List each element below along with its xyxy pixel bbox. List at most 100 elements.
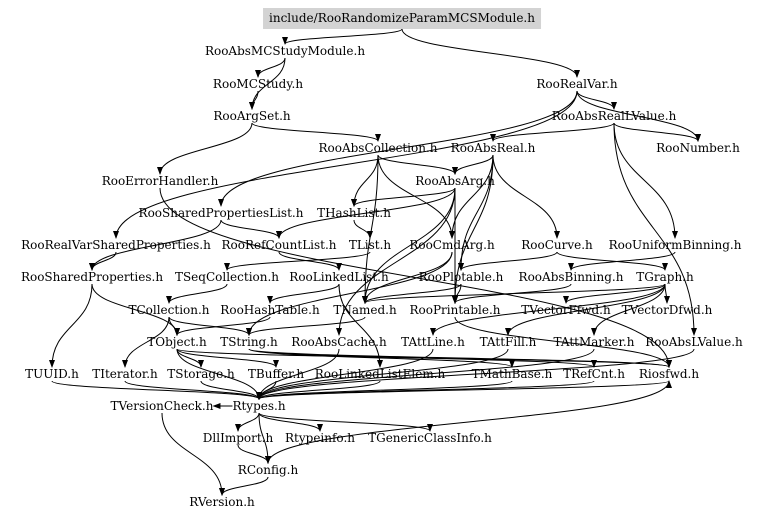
dependency-edge	[563, 283, 666, 304]
dependency-edge	[248, 348, 597, 368]
dependency-edge	[256, 348, 695, 400]
dependency-edge	[89, 219, 222, 271]
node-roocurve[interactable]: RooCurve.h	[521, 238, 593, 252]
node-tgraph[interactable]: TGraph.h	[636, 270, 694, 284]
dependency-edge	[258, 412, 323, 432]
dependency-edge	[89, 251, 117, 271]
dependency-edge	[430, 283, 666, 336]
node-roouniformbinning[interactable]: RooUniformBinning.h	[608, 238, 742, 252]
node-rooprintable[interactable]: RooPrintable.h	[409, 303, 501, 317]
node-rtypes[interactable]: Rtypes.h	[232, 399, 286, 413]
dependency-edge	[256, 348, 595, 400]
dependency-edge	[218, 90, 578, 207]
node-tobject[interactable]: TObject.h	[147, 335, 207, 349]
dependency-edge	[556, 251, 668, 271]
dependency-edge	[249, 90, 259, 110]
node-titerator[interactable]: TIterator.h	[92, 367, 158, 381]
node-rooabsreal[interactable]: RooAbsReal.h	[450, 141, 536, 155]
dependency-edge	[568, 251, 676, 271]
node-rooargset[interactable]: RooArgSet.h	[213, 109, 291, 123]
dependency-edge	[353, 219, 373, 239]
dependency-edge	[248, 348, 672, 368]
node-tcollection[interactable]: TCollection.h	[128, 303, 210, 317]
dependency-edge	[276, 187, 456, 239]
dependency-edge	[246, 316, 366, 336]
dependency-edge	[613, 122, 678, 239]
node-tstring[interactable]: TString.h	[220, 335, 278, 349]
node-tattmarker[interactable]: TAttMarker.h	[553, 335, 635, 349]
node-roolinkedlistelem[interactable]: RooLinkedListElem.h	[314, 367, 446, 381]
dependency-edge	[255, 57, 286, 78]
node-roolinkedlist[interactable]: RooLinkedList.h	[289, 270, 389, 284]
node-rconfig[interactable]: RConfig.h	[237, 463, 299, 477]
dependency-edge	[122, 316, 170, 368]
node-roocmdarg[interactable]: RooCmdArg.h	[409, 238, 495, 252]
node-roosharedpropertieslist[interactable]: RooSharedPropertiesList.h	[138, 206, 304, 220]
node-tvectorffwd[interactable]: TVectorFfwd.h	[521, 303, 611, 317]
node-roohashtable[interactable]: RooHashTable.h	[220, 303, 320, 317]
node-tattfill[interactable]: TAttFill.h	[479, 335, 537, 349]
dependency-edge	[235, 412, 260, 432]
node-roorealvarsharedproperties[interactable]: RooRealVarSharedProperties.h	[21, 238, 211, 252]
dependency-edge	[338, 283, 383, 368]
node-tlist[interactable]: TList.h	[348, 238, 392, 252]
dependency-edge	[251, 122, 381, 142]
node-roosharedproperties[interactable]: RooSharedProperties.h	[20, 270, 164, 284]
node-tseqcollection[interactable]: TSeqCollection.h	[174, 270, 280, 284]
node-tstorage[interactable]: TStorage.h	[167, 367, 235, 381]
node-rooabscollection[interactable]: RooAbsCollection.h	[318, 141, 438, 155]
node-tmathbase[interactable]: TMathBase.h	[471, 367, 553, 381]
node-dllimport[interactable]: DllImport.h	[202, 431, 274, 445]
dependency-edge	[458, 154, 494, 271]
dependency-edge	[576, 90, 701, 142]
node-rversion[interactable]: RVersion.h	[189, 495, 255, 509]
root-header-node[interactable]: include/RooRandomizeParamMCSModule.h	[263, 8, 541, 29]
node-tattline[interactable]: TAttLine.h	[401, 335, 465, 349]
dependency-edge	[492, 154, 560, 239]
node-rtypeinfo[interactable]: Rtypeinfo.h	[285, 431, 355, 445]
node-tnamed[interactable]: TNamed.h	[333, 303, 397, 317]
node-roonumber[interactable]: RooNumber.h	[656, 141, 740, 155]
dependency-edge	[351, 187, 456, 207]
node-trefcnt[interactable]: TRefCnt.h	[563, 367, 625, 381]
dependency-edge	[613, 122, 697, 336]
node-tbuffer[interactable]: TBuffer.h	[247, 367, 305, 381]
dependency-edge	[219, 476, 269, 496]
dependency-edge	[124, 380, 262, 400]
dependency-edge	[258, 412, 433, 432]
dependency-edge	[176, 348, 279, 368]
node-rooabsarg[interactable]: RooAbsArg.h	[415, 174, 495, 188]
dependency-edge	[166, 283, 228, 304]
node-rooabscache[interactable]: RooAbsCache.h	[291, 335, 387, 349]
node-tversioncheck[interactable]: TVersionCheck.h	[110, 399, 214, 413]
node-tgenericclassinfo[interactable]: TGenericClassInfo.h	[368, 431, 492, 445]
node-rooerrorhandler[interactable]: RooErrorHandler.h	[101, 174, 219, 188]
node-rooabslvalue[interactable]: RooAbsLValue.h	[645, 335, 743, 349]
dependency-edge	[613, 122, 701, 142]
node-riosfwd[interactable]: Riosfwd.h	[638, 367, 700, 381]
dependency-edge	[336, 187, 456, 336]
node-rooplotable[interactable]: RooPlotable.h	[418, 270, 504, 284]
node-roomcstudy[interactable]: RooMCStudy.h	[212, 77, 304, 91]
node-tvectordfwd[interactable]: TVectorDfwd.h	[621, 303, 713, 317]
dependency-edge	[176, 348, 262, 400]
node-rooabsreallvalue[interactable]: RooAbsRealLValue.h	[551, 109, 677, 123]
dependency-edge	[401, 28, 580, 78]
dependency-edge	[256, 380, 595, 400]
node-rooabsmcstudymodule[interactable]: RooAbsMCStudyModule.h	[204, 44, 366, 58]
node-tuuid[interactable]: TUUID.h	[25, 367, 79, 381]
dependency-edge	[267, 283, 340, 304]
dependency-edge	[174, 316, 271, 336]
dependency-edge	[362, 283, 462, 304]
node-roorealvar[interactable]: RooRealVar.h	[536, 77, 618, 91]
node-thashlist[interactable]: THashList.h	[317, 206, 391, 220]
dependency-edge	[454, 316, 672, 368]
dependency-edge	[362, 283, 666, 304]
dependency-edge	[362, 187, 456, 304]
node-roorefcountlist[interactable]: RooRefCountList.h	[221, 238, 337, 252]
node-rooabsbinning[interactable]: RooAbsBinning.h	[518, 270, 624, 284]
dependency-edge	[576, 90, 617, 110]
dependency-edge	[282, 28, 403, 45]
